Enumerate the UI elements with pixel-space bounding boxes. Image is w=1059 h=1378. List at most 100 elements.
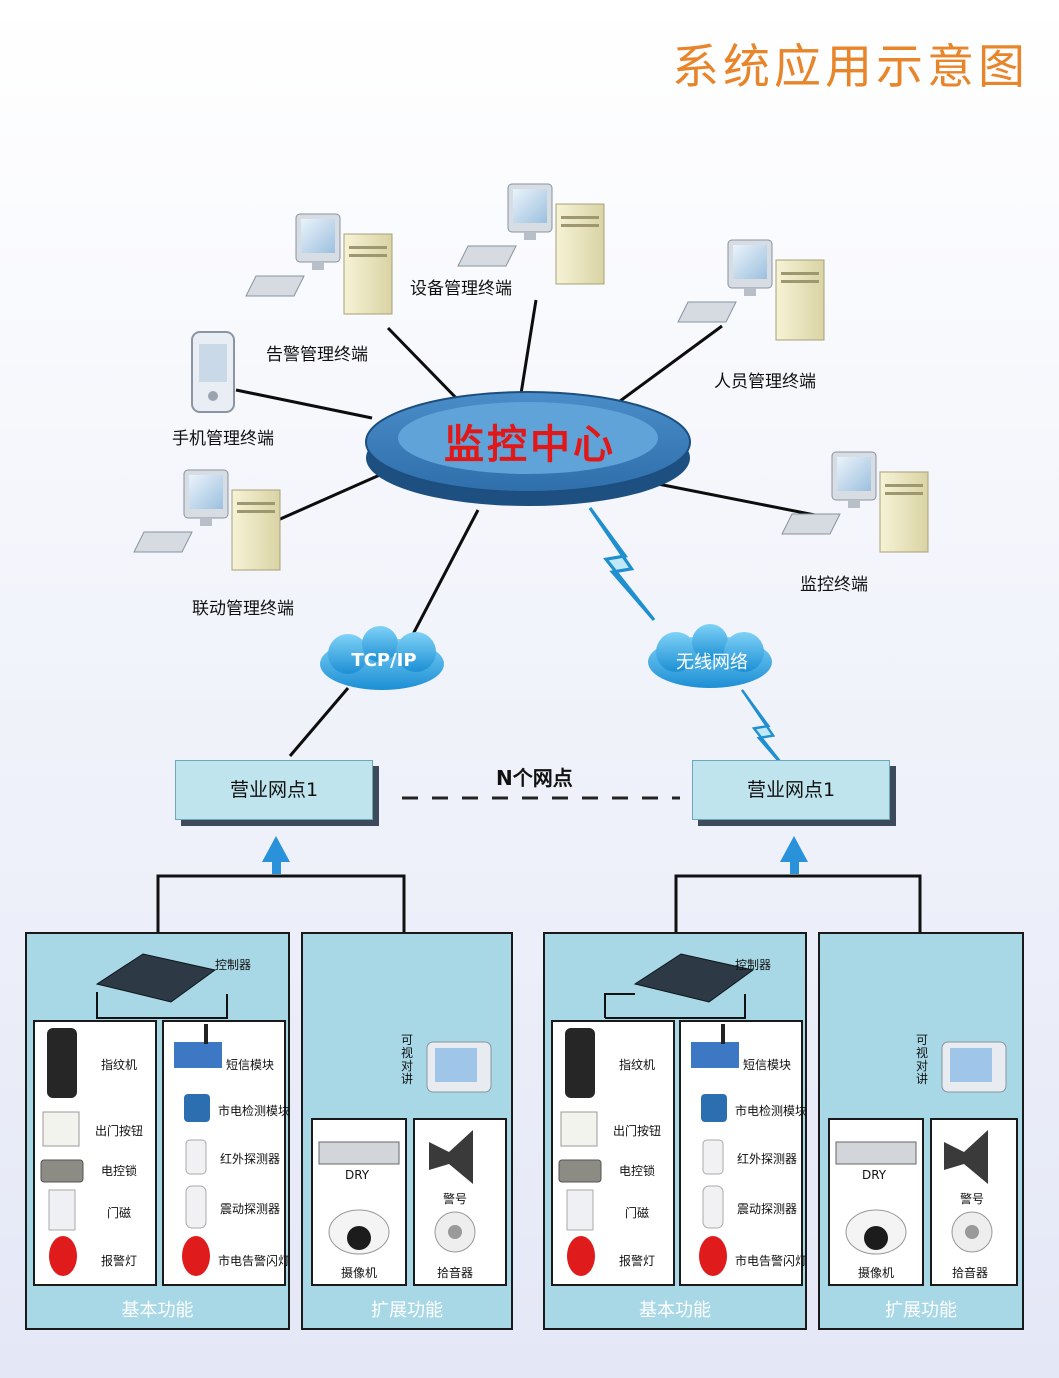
power-alarm-lamp-label-right: 市电告警闪灯 (735, 1254, 808, 1268)
wireless-label: 无线网络 (676, 652, 748, 673)
wireless-bolt-top (588, 506, 656, 622)
linkage-terminal-label: 联动管理终端 (192, 599, 294, 619)
bracket-left (156, 874, 406, 932)
fingerprint-label: 指纹机 (101, 1058, 138, 1072)
sms-module-icon-right (691, 1042, 739, 1068)
spoke-alarm (386, 326, 464, 406)
basic-right-list-right: 短信模块 市电检测模块 红外探测器 震动探测器 市电告警闪灯 (679, 1020, 807, 1286)
ext-panel-left: 可视对讲 DRY 摄像机 警号 拾音器 扩展功能 (301, 932, 513, 1330)
basic-right-icons (174, 1024, 222, 1276)
alarm-lamp-icon-right (567, 1236, 595, 1276)
monitoring-center-label: 监控中心 (444, 422, 616, 468)
basic-left-icons-right (558, 1028, 602, 1276)
fingerprint-label-right: 指纹机 (619, 1058, 656, 1072)
basic-left-icons (40, 1028, 84, 1276)
alarm-lamp-label-right: 报警灯 (619, 1254, 656, 1268)
bracket-right (674, 874, 922, 932)
power-detect-label: 市电检测模块 (218, 1104, 291, 1118)
power-detect-icon (184, 1094, 210, 1122)
infrared-detector-label-right: 红外探测器 (737, 1152, 798, 1166)
sms-module-icon (174, 1042, 222, 1068)
page-title: 系统应用示意图 (672, 40, 1029, 95)
controller-icon-right (633, 953, 755, 1003)
outlet-right: 营业网点1 (692, 760, 890, 820)
center-ellipse-inner (398, 402, 658, 474)
alarm-terminal-label: 告警管理终端 (266, 345, 368, 365)
alarm-terminal-icon (245, 213, 393, 315)
sms-module-label: 短信模块 (226, 1058, 275, 1072)
mobile-terminal-icon (191, 331, 235, 413)
power-alarm-lamp-label: 市电告警闪灯 (218, 1254, 291, 1268)
basic-right-icons-right (691, 1024, 739, 1276)
ext-right-audio-icons (944, 1130, 993, 1253)
vibration-detector-icon (185, 1185, 207, 1229)
spoke-mobile (235, 388, 373, 420)
alarm-horn-label-right: 警号 (960, 1192, 985, 1206)
alarm-horn-icon (429, 1130, 473, 1184)
exit-button-icon (42, 1111, 80, 1147)
wireless-cloud (648, 624, 772, 688)
basic-footer-right: 基本功能 (639, 1300, 711, 1321)
personnel-terminal-label: 人员管理终端 (714, 372, 816, 392)
ext-panel-left-graphics (426, 1041, 492, 1093)
outlet-left: 营业网点1 (175, 760, 373, 820)
arrow-right (780, 836, 808, 874)
controller-label-right: 控制器 (735, 958, 772, 972)
ext-right-camera-box: DRY 摄像机 (828, 1118, 924, 1286)
camera-label: 摄像机 (341, 1266, 378, 1280)
exit-button-label-right: 出门按钮 (613, 1124, 662, 1138)
ext-footer-left: 扩展功能 (371, 1300, 443, 1321)
vibration-detector-label-right: 震动探测器 (737, 1202, 798, 1216)
intercom-label: 可视对讲 (401, 1033, 414, 1086)
pickup-label: 拾音器 (437, 1266, 474, 1280)
ext-left-camera-box: DRY 摄像机 (311, 1118, 407, 1286)
ext-right-audio-box: 警号 拾音器 (930, 1118, 1018, 1286)
dvr-icon-right (835, 1141, 917, 1165)
electric-lock-icon (40, 1159, 84, 1183)
infrared-detector-icon (185, 1139, 207, 1175)
basic-left-list-right: 指纹机 出门按钮 电控锁 门磁 报警灯 (551, 1020, 675, 1286)
vibration-detector-icon-right (702, 1185, 724, 1229)
dvr-icon (318, 1141, 400, 1165)
pickup-label-right: 拾音器 (952, 1266, 989, 1280)
basic-left-list: 指纹机 出门按钮 电控锁 门磁 报警灯 (33, 1020, 157, 1286)
link-tcp-outlet (288, 687, 350, 757)
infrared-detector-label: 红外探测器 (220, 1152, 281, 1166)
power-detect-label-right: 市电检测模块 (735, 1104, 808, 1118)
ext-left-audio-box: 警号 拾音器 (413, 1118, 507, 1286)
alarm-horn-label: 警号 (443, 1192, 468, 1206)
exit-button-label: 出门按钮 (95, 1124, 144, 1138)
ext-panel-right-graphics (941, 1041, 1007, 1093)
ext-panel-right: 可视对讲 DRY 摄像机 警号 拾音器 扩展功能 (818, 932, 1024, 1330)
monitor-terminal-label: 监控终端 (800, 575, 868, 595)
alarm-lamp-label: 报警灯 (101, 1254, 138, 1268)
linkage-terminal-icon (133, 469, 281, 571)
spoke-monitor (657, 482, 821, 518)
basic-panel-left-graphics (95, 953, 228, 1019)
personnel-terminal-icon (677, 239, 825, 341)
door-sensor-icon (48, 1189, 76, 1231)
dvr-label-right: DRY (862, 1168, 887, 1182)
fingerprint-icon (47, 1028, 77, 1098)
electric-lock-label: 电控锁 (101, 1164, 138, 1178)
power-detect-icon-right (701, 1094, 727, 1122)
basic-panel-right: 控制器 指纹机 出门按钮 电控锁 门磁 报警灯 (543, 932, 807, 1330)
sms-module-label-right: 短信模块 (743, 1058, 792, 1072)
power-alarm-lamp-icon-right (699, 1236, 727, 1276)
spoke-personnel (615, 324, 723, 406)
electric-lock-icon-right (558, 1159, 602, 1183)
ext-right-camera-icons (835, 1141, 917, 1255)
basic-panel-left: 控制器 指纹机 出门按钮 电控锁 门磁 报警灯 (25, 932, 290, 1330)
door-sensor-label-right: 门磁 (625, 1206, 650, 1220)
vibration-detector-label: 震动探测器 (220, 1202, 281, 1216)
outlet-count-label: N个网点 (496, 766, 573, 790)
door-sensor-icon-right (566, 1189, 594, 1231)
ext-left-audio-icons (429, 1130, 476, 1253)
fingerprint-icon-right (565, 1028, 595, 1098)
power-alarm-lamp-icon (182, 1236, 210, 1276)
dvr-label: DRY (345, 1168, 370, 1182)
spoke-linkage (277, 472, 383, 522)
exit-button-icon-right (560, 1111, 598, 1147)
